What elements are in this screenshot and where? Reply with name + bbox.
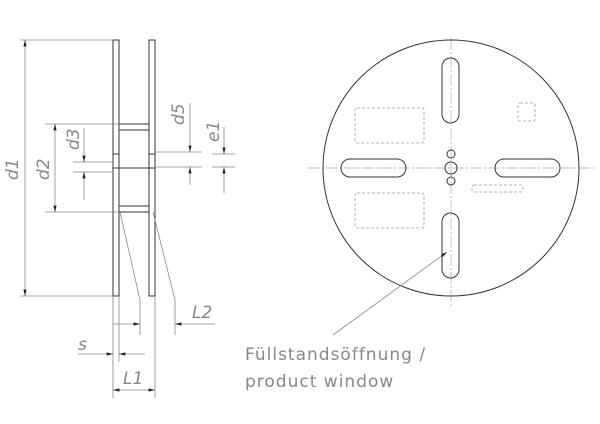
label-d2: d2 [34, 158, 54, 180]
dimension-lines [20, 39, 235, 398]
label-e1: e1 [204, 121, 224, 142]
reel-front-view [308, 38, 594, 336]
label-d5: d5 [169, 103, 189, 125]
window-slot-left [340, 158, 407, 178]
label-L1: L1 [123, 369, 143, 389]
label-s: s [78, 335, 87, 355]
window-slot-bottom [441, 212, 460, 279]
label-d1: d1 [3, 158, 23, 180]
note-line-1: Füllstandsöffnung / [245, 345, 426, 365]
window-slot-right [494, 158, 561, 178]
reel-side-section [112, 39, 156, 297]
note-line-2: product window [245, 372, 394, 392]
label-L2: L2 [192, 303, 212, 323]
dimension-labels: d1 d2 d3 d5 e1 L2 s L1 [3, 103, 224, 389]
label-d3: d3 [64, 128, 84, 150]
window-slot-top [441, 57, 460, 124]
